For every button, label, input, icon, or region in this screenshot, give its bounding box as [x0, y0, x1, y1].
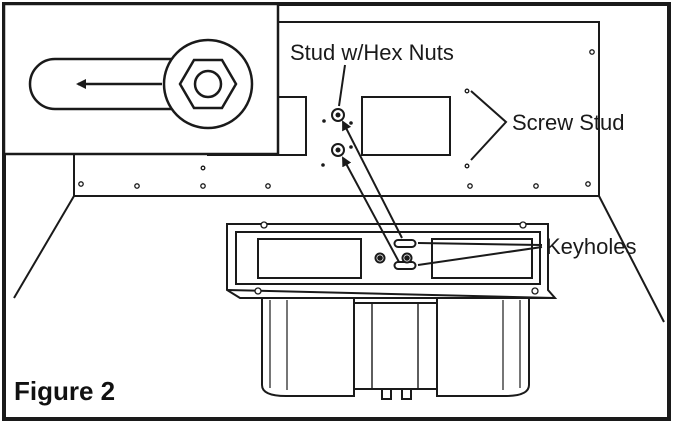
screw-stud-label: Screw Stud: [512, 110, 625, 135]
figure-caption: Figure 2: [14, 376, 115, 406]
blower-assembly: [261, 294, 530, 400]
alignment-arrows: [342, 120, 403, 263]
leader-lines: [338, 64, 543, 266]
blower-mounting-plate: [226, 221, 558, 299]
keyhole-slot-upper: [393, 239, 417, 248]
detail-inset: [2, 2, 280, 156]
keyhole-slot-lower: [393, 261, 417, 270]
stud-hex-nut-lower: [331, 143, 345, 157]
keyholes-label: Keyholes: [546, 234, 637, 259]
stud-hex-nuts-label: Stud w/Hex Nuts: [290, 40, 454, 65]
stud-icon: [193, 69, 223, 99]
stud-hex-nut-upper: [331, 108, 345, 122]
